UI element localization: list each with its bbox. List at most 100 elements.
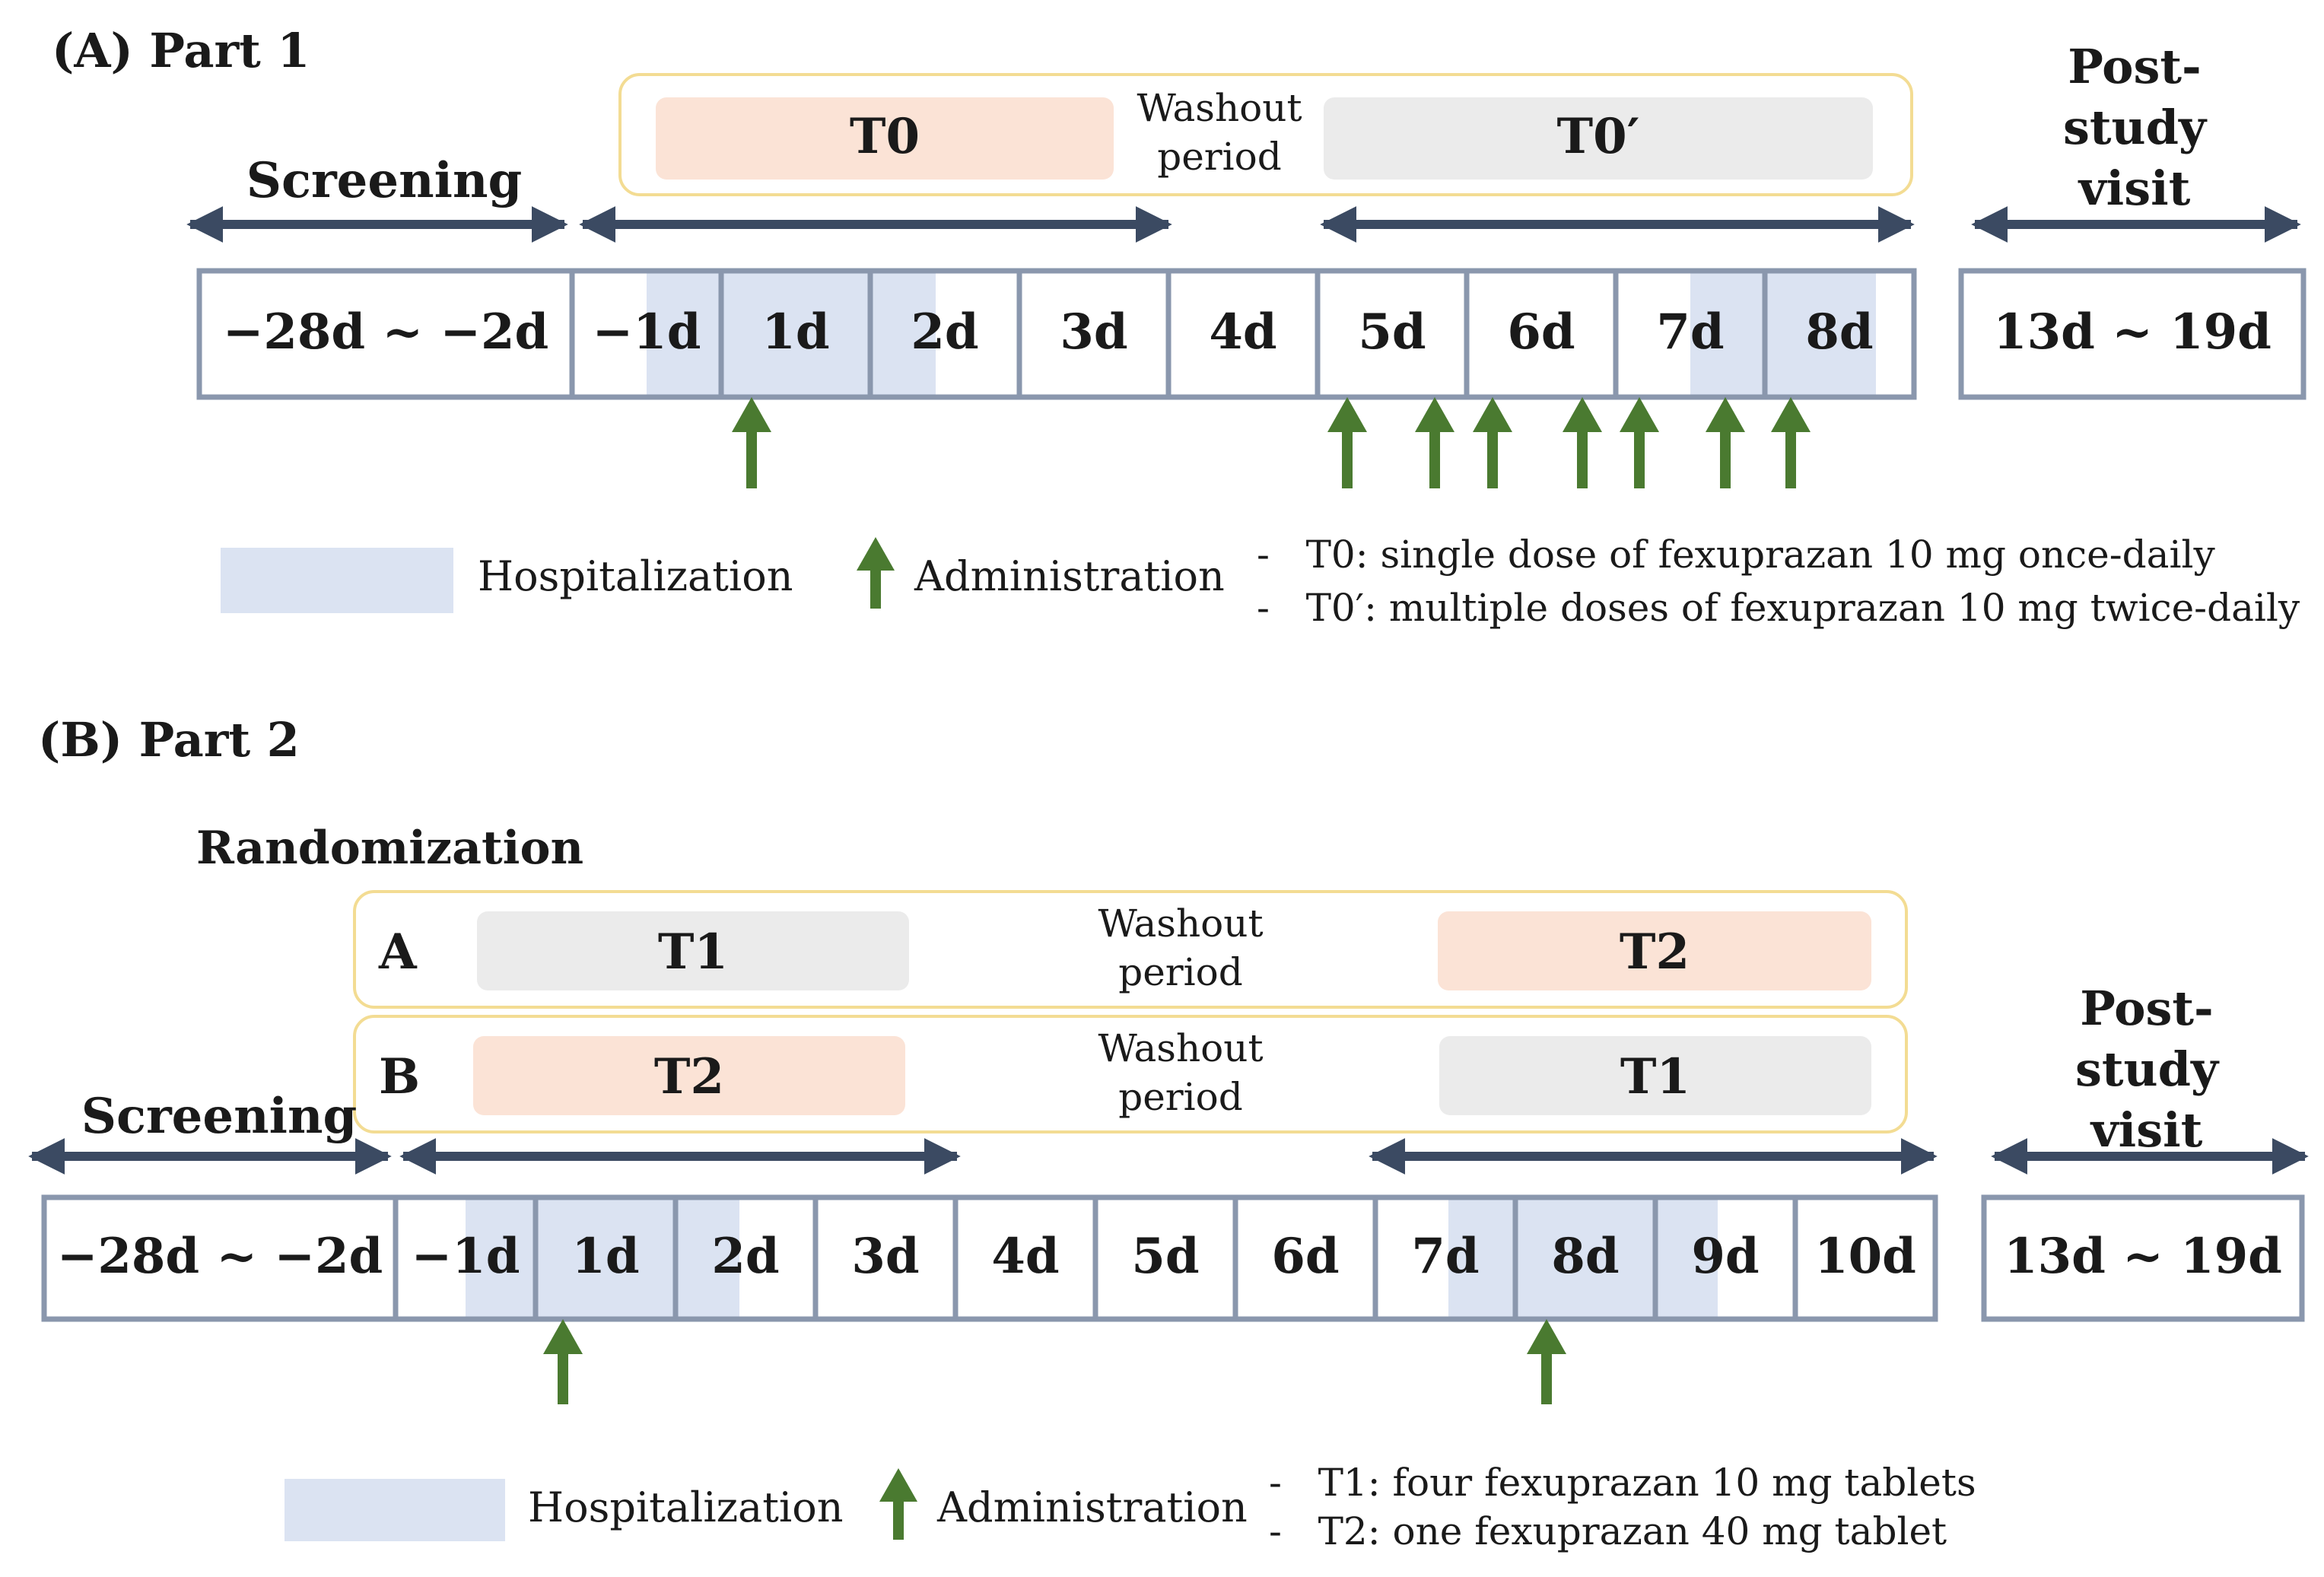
part-a-timeline-cell: 6d: [1507, 304, 1575, 361]
part-b-seq-b-period2-box: [1439, 1036, 1871, 1115]
part-b-sequence-a-frame: [353, 890, 1908, 1009]
washout-line: Washout: [1098, 1026, 1264, 1070]
part-b-timeline-cell: −28d ~ −2d: [56, 1228, 383, 1285]
part-a-hosp-shade: [1690, 271, 1876, 397]
part-b-hosp-shade: [1448, 1197, 1718, 1319]
poststudy-line: study: [2075, 1041, 2218, 1097]
part-a-legend-administration-arrow: [857, 537, 895, 609]
poststudy-line: study: [2063, 100, 2206, 155]
washout-line: Washout: [1137, 86, 1302, 130]
administration-arrow-icon: [1620, 397, 1659, 488]
part-b-hosp-shade: [466, 1197, 739, 1319]
part-b-legend-administration-label: Administration: [937, 1483, 1248, 1531]
part-a-administration-arrows: [732, 397, 1811, 488]
part-b-timeline-cell: 13d ~ 19d: [2004, 1228, 2282, 1285]
part-b-legend-hospitalization-swatch: [285, 1479, 505, 1541]
administration-arrow-icon: [1563, 397, 1602, 488]
part-a-timeline-cell: 13d ~ 19d: [1993, 304, 2272, 361]
part-b-heading: (B) Part 2: [38, 712, 300, 768]
part-a-timeline-cell: −28d ~ −2d: [222, 304, 549, 361]
part-a-t0prime-label: T0′: [1556, 108, 1640, 165]
administration-arrow-icon: [1706, 397, 1745, 488]
part-b-seq-a-period2: T2: [1619, 924, 1690, 981]
part-b-timeline-cell: 1d: [571, 1228, 640, 1285]
part-b-seq-a-washout: Washout period: [1098, 899, 1263, 997]
part-a-legend-hospitalization-label: Hospitalization: [478, 552, 793, 600]
part-b-timeline-cell: 4d: [991, 1228, 1060, 1285]
part-b-timeline-cell: 8d: [1551, 1228, 1620, 1285]
part-b-seq-a-period1-box: [477, 911, 909, 990]
part-b-timeline-cell: −1d: [411, 1228, 520, 1285]
part-a-treatment-frame: [618, 73, 1913, 196]
part-a-timeline-cell: 5d: [1358, 304, 1426, 361]
administration-arrow-icon: [1771, 397, 1811, 488]
part-a-poststudy-label: Post- study visit: [2063, 37, 2206, 219]
administration-arrow-icon: [1415, 397, 1454, 488]
part-b-note-t2: - T2: one fexuprazan 40 mg tablet: [1269, 1509, 1947, 1553]
part-b-day-dividers: [533, 1197, 1798, 1319]
part-a-timeline-cell: 3d: [1060, 304, 1128, 361]
part-b-sequence-b-frame: [353, 1015, 1908, 1133]
part-a-timeline-cell: 4d: [1209, 304, 1277, 361]
note-text: T0: single dose of fexuprazan 10 mg once…: [1305, 533, 2215, 577]
part-a-timeline-cell: 1d: [761, 304, 830, 361]
part-b-administration-arrows: [543, 1319, 1566, 1404]
part-b-seq-a-period2-box: [1438, 911, 1871, 990]
administration-arrow-icon: [1473, 397, 1512, 488]
part-a-note-t0: - T0: single dose of fexuprazan 10 mg on…: [1257, 533, 2215, 577]
poststudy-line: visit: [2078, 161, 2191, 216]
part-a-legend-hospitalization-swatch: [221, 548, 453, 613]
note-text: T1: four fexuprazan 10 mg tablets: [1318, 1461, 1976, 1505]
part-b-randomization-label: Randomization: [196, 822, 584, 875]
poststudy-line: visit: [2090, 1102, 2203, 1158]
part-a-days-frame: [569, 268, 1917, 400]
part-a-timeline-cell: 7d: [1656, 304, 1725, 361]
part-a-day-dividers: [718, 271, 1768, 397]
part-a-t0-box: [656, 97, 1114, 180]
part-b-screening-label: Screening: [81, 1088, 358, 1145]
poststudy-line: Post-: [2068, 39, 2202, 94]
part-b-legend-hospitalization-label: Hospitalization: [528, 1483, 844, 1531]
part-b-legend-administration-arrow: [879, 1468, 917, 1540]
part-b-timeline-cell: 3d: [851, 1228, 920, 1285]
part-b-seq-b-period1: T2: [653, 1048, 725, 1105]
part-b-timeline-cell: 2d: [711, 1228, 780, 1285]
part-b-poststudy-label: Post- study visit: [2075, 978, 2218, 1161]
part-b-poststudy-cell-frame: [1981, 1194, 2305, 1322]
part-b-timeline-cell: 10d: [1814, 1228, 1916, 1285]
part-b-seq-b-period1-box: [473, 1036, 905, 1115]
part-a-timeline-cell: 8d: [1805, 304, 1874, 361]
washout-line: period: [1118, 1075, 1243, 1119]
part-a-t0-label: T0: [849, 108, 920, 165]
part-a-hosp-shade: [647, 271, 936, 397]
part-b-seq-b-washout: Washout period: [1098, 1024, 1263, 1121]
part-a-heading: (A) Part 1: [52, 23, 310, 78]
part-b-timeline-cell: 6d: [1271, 1228, 1340, 1285]
administration-arrow-icon: [543, 1319, 583, 1404]
washout-line: Washout: [1098, 901, 1264, 946]
part-b-days-frame: [393, 1194, 1938, 1322]
administration-arrow-icon: [1527, 1319, 1566, 1404]
note-text: T0′: multiple doses of fexuprazan 10 mg …: [1305, 586, 2300, 630]
part-a-note-t0prime: - T0′: multiple doses of fexuprazan 10 m…: [1257, 586, 2300, 630]
administration-arrow-icon: [1327, 397, 1367, 488]
washout-line: period: [1157, 135, 1282, 179]
part-a-screening-label: Screening: [246, 152, 523, 209]
part-b-seq-b-name: B: [379, 1048, 421, 1105]
part-b-timeline-cell: 5d: [1131, 1228, 1200, 1285]
part-a-poststudy-cell-frame: [1958, 268, 2307, 400]
part-a-timeline-cell: 2d: [911, 304, 979, 361]
note-text: T2: one fexuprazan 40 mg tablet: [1318, 1509, 1947, 1553]
washout-line: period: [1118, 950, 1243, 994]
part-b-seq-a-name: A: [379, 924, 417, 981]
part-b-seq-b-period2: T1: [1620, 1048, 1691, 1105]
administration-arrow-icon: [732, 397, 771, 488]
part-b-timeline-cell: 7d: [1411, 1228, 1480, 1285]
poststudy-line: Post-: [2080, 981, 2214, 1036]
part-a-timeline-cell: −1d: [592, 304, 701, 361]
part-a-legend-administration-label: Administration: [914, 552, 1225, 600]
part-a-washout-label: Washout period: [1137, 84, 1302, 181]
part-a-t0prime-box: [1324, 97, 1873, 180]
part-b-timeline-cell: 9d: [1691, 1228, 1760, 1285]
